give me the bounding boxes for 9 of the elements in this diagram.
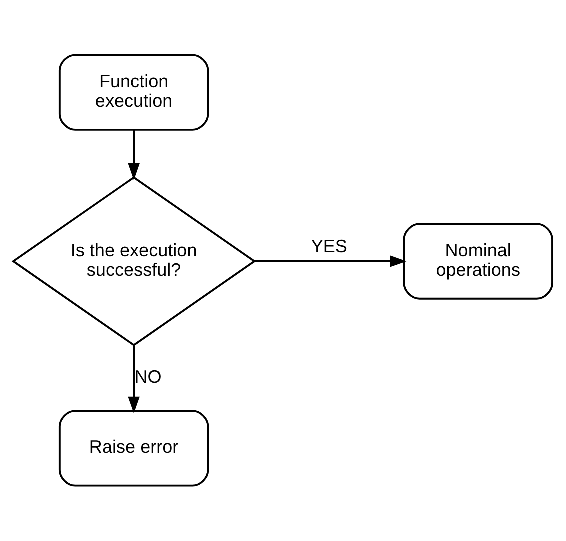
arrow [254,256,407,268]
arrow [128,346,140,414]
node-diamond: Is the execution successful? [12,176,256,346]
edge-label: YES [311,236,348,257]
arrow [128,130,140,180]
node-box: Raise error [58,410,210,487]
edge-label: NO [134,366,162,387]
node-box: Nominal operations [403,223,554,300]
node-box: Function execution [58,54,210,131]
